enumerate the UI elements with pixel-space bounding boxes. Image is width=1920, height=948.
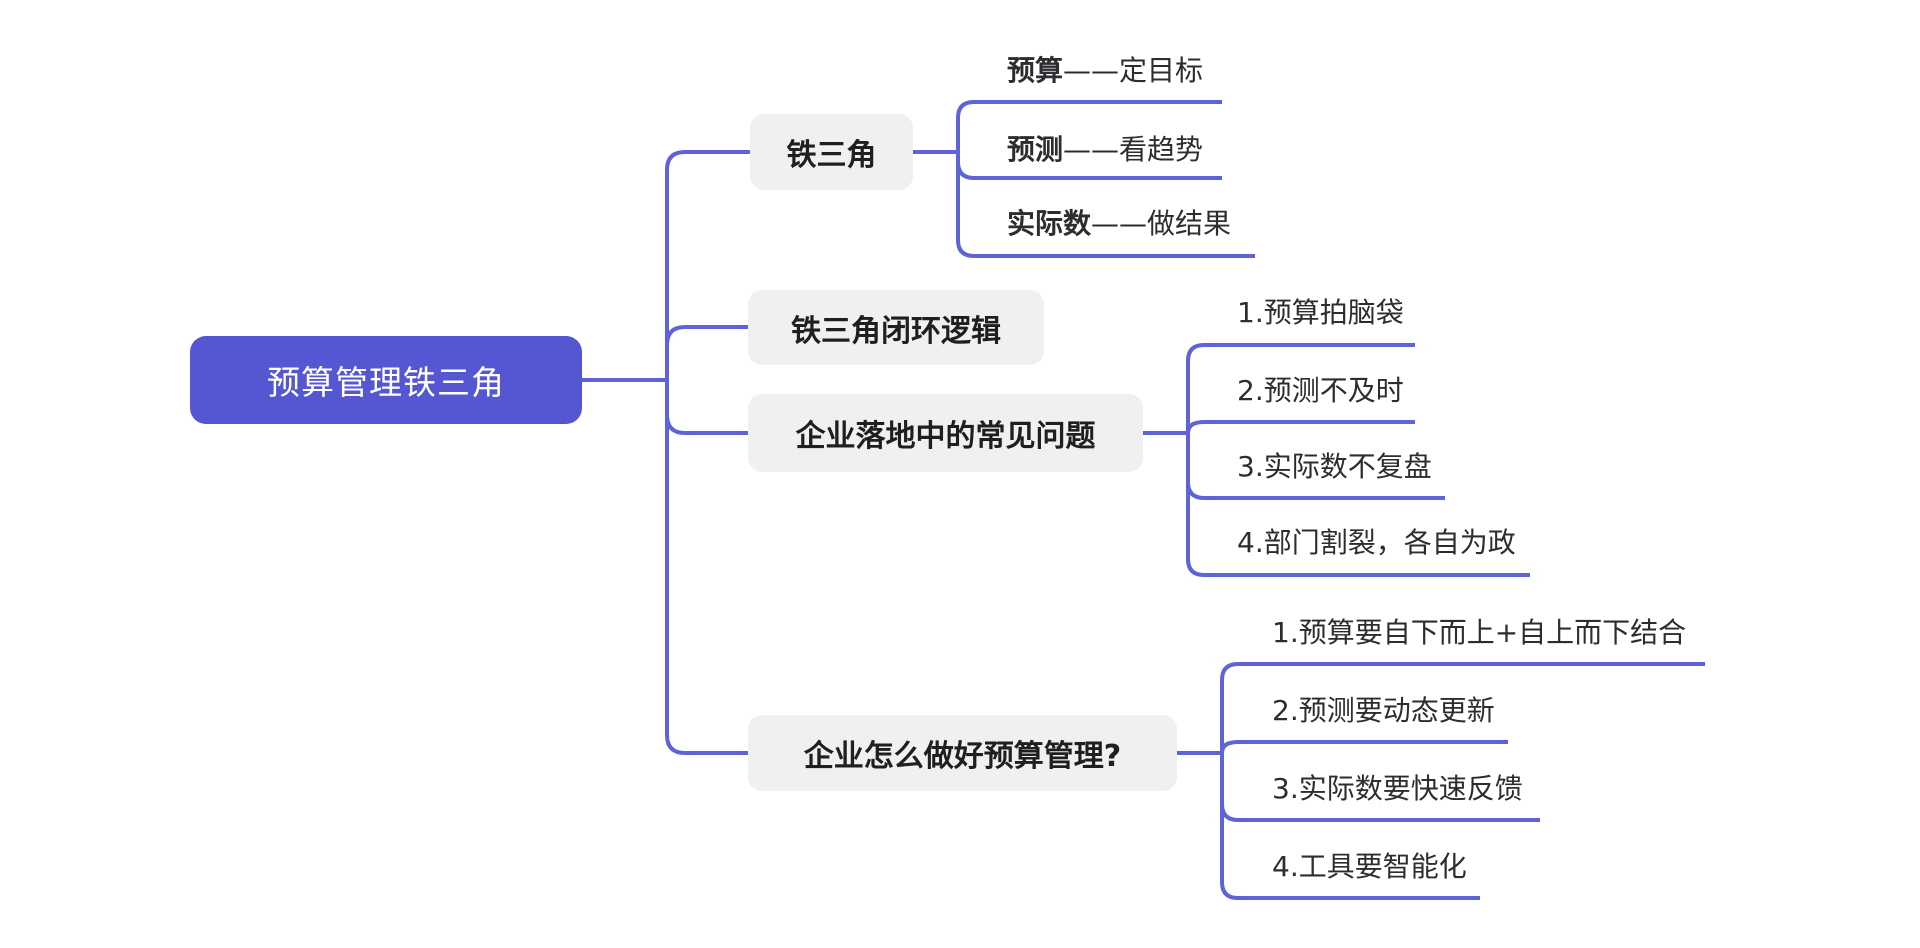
leaf-topic-advice-4[interactable]: 4.工具要智能化: [1272, 846, 1467, 888]
leaf-topic-actuals-result[interactable]: 实际数——做结果: [1007, 203, 1231, 245]
branch-topic-label: 企业怎么做好预算管理?: [803, 739, 1122, 774]
leaf-topic-advice-3[interactable]: 3.实际数要快速反馈: [1272, 768, 1523, 810]
leaf-keyword: 预测: [1007, 133, 1064, 166]
underline-leaf-3-1: [1220, 740, 1508, 754]
leaf-topic-problem-2[interactable]: 2.预测不及时: [1237, 370, 1404, 412]
leaf-topic-problem-3[interactable]: 3.实际数不复盘: [1237, 446, 1432, 488]
branch-topic-label: 铁三角闭环逻辑: [791, 313, 1001, 349]
leaf-keyword: 实际数: [1007, 207, 1092, 240]
leaf-text: 2.预测要动态更新: [1272, 694, 1495, 727]
connector-root-branch-3: [665, 380, 748, 755]
leaf-text: 4.部门割裂，各自为政: [1237, 526, 1516, 559]
branch-topic-common-problems[interactable]: 企业落地中的常见问题: [748, 394, 1143, 472]
connector-root-branch-2: [665, 380, 748, 435]
leaf-description: ——看趋势: [1063, 133, 1204, 166]
leaf-description: ——做结果: [1091, 207, 1232, 240]
root-topic[interactable]: 预算管理铁三角: [190, 336, 582, 424]
branch-topic-how-to-do-well[interactable]: 企业怎么做好预算管理?: [748, 715, 1177, 791]
branch-topic-label: 铁三角: [786, 138, 877, 173]
underline-leaf-2-1: [1186, 420, 1415, 434]
root-topic-label: 预算管理铁三角: [267, 363, 505, 402]
connector-root-branch-1: [665, 325, 748, 380]
branch-topic-closed-loop-logic[interactable]: 铁三角闭环逻辑: [748, 290, 1044, 365]
leaf-description: ——定目标: [1063, 54, 1204, 87]
connector-root-branch-0: [665, 150, 750, 380]
leaf-keyword: 预算: [1007, 54, 1064, 87]
leaf-topic-forecast-trend[interactable]: 预测——看趋势: [1007, 129, 1203, 171]
branch-topic-iron-triangle[interactable]: 铁三角: [750, 114, 913, 190]
leaf-text: 3.实际数不复盘: [1237, 450, 1432, 483]
leaf-topic-budget-goal[interactable]: 预算——定目标: [1007, 50, 1203, 92]
leaf-text: 1.预算要自下而上+自上而下结合: [1272, 616, 1687, 649]
leaf-text: 2.预测不及时: [1237, 374, 1404, 407]
leaf-topic-advice-2[interactable]: 2.预测要动态更新: [1272, 690, 1495, 732]
leaf-topic-problem-4[interactable]: 4.部门割裂，各自为政: [1237, 522, 1516, 564]
leaf-text: 3.实际数要快速反馈: [1272, 772, 1523, 805]
branch-topic-label: 企业落地中的常见问题: [795, 419, 1096, 454]
leaf-topic-problem-1[interactable]: 1.预算拍脑袋: [1237, 292, 1404, 334]
leaf-topic-advice-1[interactable]: 1.预算要自下而上+自上而下结合: [1272, 612, 1686, 654]
leaf-text: 1.预算拍脑袋: [1237, 296, 1404, 329]
leaf-text: 4.工具要智能化: [1272, 850, 1467, 883]
